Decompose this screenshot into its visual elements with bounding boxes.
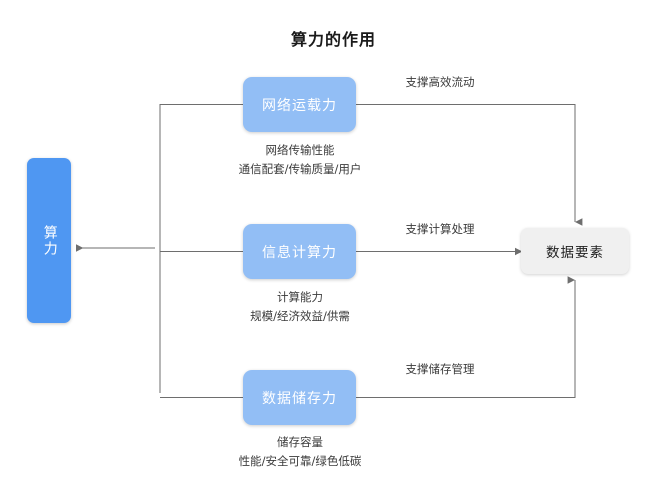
node-network-capacity[interactable]: 网络运载力 — [243, 77, 356, 132]
edge-network-to-data — [356, 104, 583, 226]
node-data-element[interactable]: 数据要素 — [521, 228, 629, 274]
edge-network-to-suanli — [159, 104, 243, 393]
caption-network: 网络传输性能 通信配套/传输质量/用户 — [160, 141, 440, 179]
edge-label-storage: 支撑储存管理 — [405, 362, 475, 376]
caption-network-metric: 网络传输性能 — [265, 143, 335, 157]
node-storage-capacity[interactable]: 数据储存力 — [243, 370, 356, 425]
caption-storage-dimensions: 性能/安全可靠/绿色低碳 — [238, 453, 362, 468]
caption-compute-metric: 计算能力 — [277, 290, 323, 304]
edge-label-network: 支撑高效流动 — [405, 75, 475, 89]
node-compute-capacity[interactable]: 信息计算力 — [243, 224, 356, 279]
caption-network-dimensions: 通信配套/传输质量/用户 — [238, 161, 362, 176]
node-storage-capacity-label: 数据储存力 — [262, 390, 337, 407]
node-compute-capacity-label: 信息计算力 — [262, 244, 337, 261]
node-network-capacity-label: 网络运载力 — [262, 97, 337, 114]
node-suanli[interactable]: 算力 — [27, 158, 71, 323]
caption-storage: 储存容量 性能/安全可靠/绿色低碳 — [160, 433, 440, 471]
edge-storage-to-data — [356, 276, 576, 398]
caption-compute: 计算能力 规模/经济效益/供需 — [160, 288, 440, 326]
caption-storage-metric: 储存容量 — [277, 435, 323, 449]
page-title: 算力的作用 — [290, 30, 376, 49]
caption-compute-dimensions: 规模/经济效益/供需 — [250, 308, 350, 323]
node-data-element-label: 数据要素 — [546, 245, 604, 261]
edge-label-compute: 支撑计算处理 — [405, 222, 475, 236]
node-suanli-label: 算力 — [41, 224, 58, 257]
